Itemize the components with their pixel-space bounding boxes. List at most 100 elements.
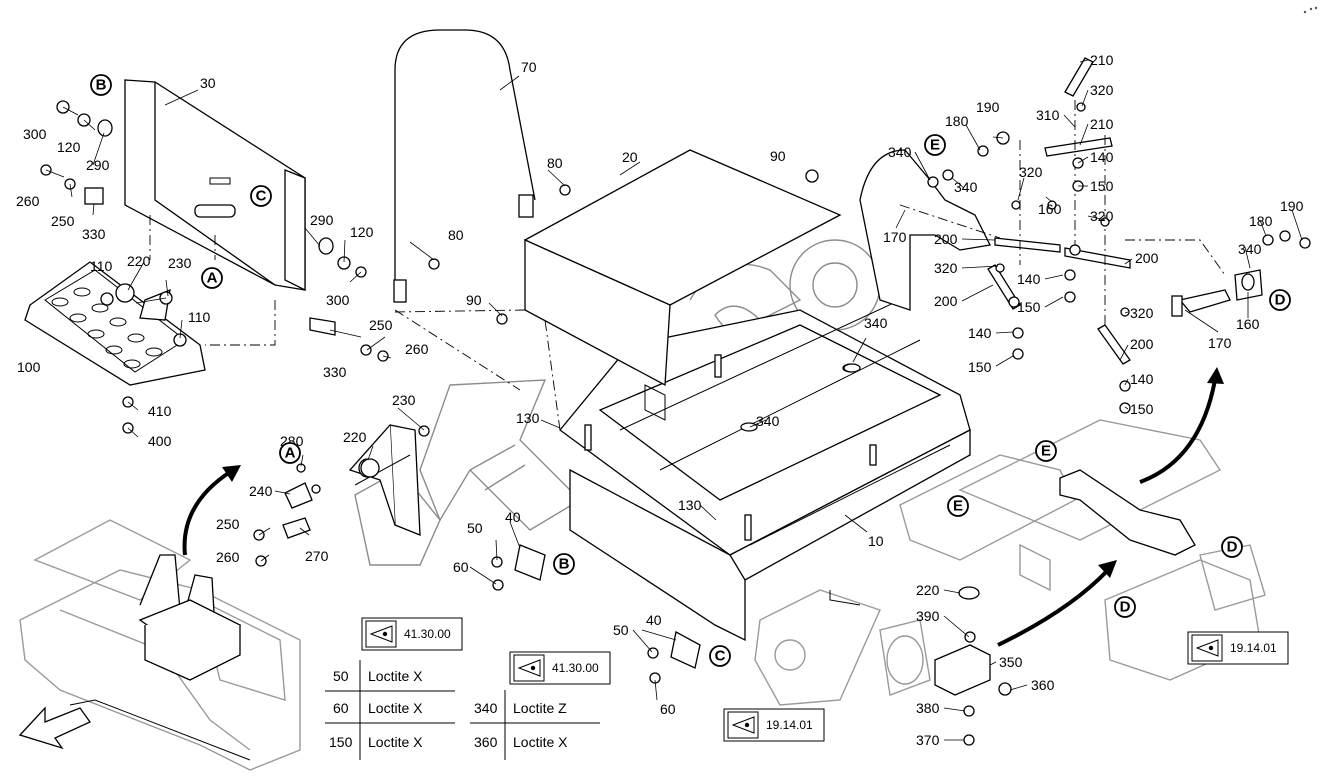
callout-d: D [1221, 536, 1243, 558]
label-300: 300 [23, 126, 47, 142]
flow-arrows [182, 367, 1224, 647]
label-180: 180 [945, 113, 969, 129]
linkage-assembly [859, 57, 1226, 365]
label-30: 30 [200, 75, 216, 91]
leader-lines [45, 59, 1303, 741]
label-80: 80 [547, 155, 563, 171]
view-eye-icon [530, 665, 536, 671]
callout-c: C [709, 645, 731, 667]
label-360: 360 [1031, 677, 1055, 693]
label-160: 160 [1038, 201, 1062, 217]
label-340e: 340 [1238, 241, 1262, 257]
label-80b: 80 [448, 227, 464, 243]
label-200d: 200 [1130, 336, 1154, 352]
label-150a: 150 [1090, 178, 1114, 194]
table-part: 60 [333, 700, 349, 716]
label-60b: 60 [660, 701, 676, 717]
label-410: 410 [148, 403, 172, 419]
svg-text:E: E [1041, 443, 1051, 460]
adhesive-table: 50 Loctite X 60 Loctite X 150 Loctite X … [325, 660, 600, 760]
label-390: 390 [916, 608, 940, 624]
table-product: Loctite Z [513, 700, 567, 716]
label-40b: 40 [646, 612, 662, 628]
callout-b: B [90, 74, 112, 96]
svg-text:E: E [930, 137, 940, 154]
label-260: 260 [16, 193, 40, 209]
label-250: 250 [51, 213, 75, 229]
label-320e: 320 [1130, 305, 1154, 321]
label-290b: 290 [310, 212, 334, 228]
fasteners [40, 100, 1311, 746]
label-250c: 250 [216, 516, 240, 532]
table-product: Loctite X [368, 700, 423, 716]
svg-text:D: D [1120, 599, 1131, 616]
label-170: 170 [883, 229, 907, 245]
label-230b: 230 [392, 392, 416, 408]
label-220: 220 [127, 253, 151, 269]
label-90b: 90 [770, 148, 786, 164]
label-320a: 320 [1090, 82, 1114, 98]
label-260b: 260 [405, 341, 429, 357]
label-270: 270 [305, 548, 329, 564]
label-180b: 180 [1249, 213, 1273, 229]
table-product: Loctite X [513, 734, 568, 750]
label-200c: 200 [1135, 250, 1159, 266]
pin-assembly [1171, 269, 1263, 317]
label-140a: 140 [1090, 149, 1114, 165]
corner-mark [1303, 6, 1318, 14]
chassis-detail [754, 419, 1266, 706]
reference-box-3: 19.14.01 [723, 708, 825, 742]
reference-box-2: 41.30.00 [509, 651, 611, 685]
label-190b: 190 [1280, 198, 1304, 214]
reference-box-1: 41.30.00 [361, 617, 463, 651]
callout-e: E [1035, 440, 1057, 462]
label-130b: 130 [678, 497, 702, 513]
label-220b: 220 [343, 429, 367, 445]
label-190: 190 [976, 99, 1000, 115]
label-340a: 340 [888, 144, 912, 160]
label-170b: 170 [1208, 335, 1232, 351]
svg-text:D: D [1275, 292, 1286, 309]
callout-a: A [279, 442, 301, 464]
direction-arrow-icon [18, 706, 91, 750]
label-110: 110 [90, 258, 113, 274]
label-220c: 220 [916, 582, 940, 598]
label-140b: 140 [1017, 271, 1041, 287]
label-200b: 200 [934, 293, 958, 309]
svg-text:C: C [256, 188, 267, 205]
label-10: 10 [868, 533, 884, 549]
label-300b: 300 [326, 292, 350, 308]
label-320c: 320 [1090, 208, 1114, 224]
label-380: 380 [916, 700, 940, 716]
reference-label: 19.14.01 [766, 718, 813, 732]
reference-label: 19.14.01 [1230, 641, 1277, 655]
callout-d: D [1114, 596, 1136, 618]
label-400: 400 [148, 433, 172, 449]
callout-e: E [947, 495, 969, 517]
label-130: 130 [516, 410, 540, 426]
view-eye-icon [382, 631, 388, 637]
view-eye-icon [744, 722, 750, 728]
svg-text:C: C [715, 648, 726, 665]
label-70: 70 [521, 59, 537, 75]
label-100: 100 [17, 359, 41, 375]
machine-overview [19, 519, 301, 771]
callout-b: B [553, 553, 575, 575]
label-320b: 320 [1019, 164, 1043, 180]
svg-text:D: D [1227, 539, 1238, 556]
label-330b: 330 [323, 364, 347, 380]
callout-e: E [924, 134, 946, 156]
cover-plate [394, 149, 842, 431]
label-310: 310 [1036, 107, 1060, 123]
svg-text:A: A [285, 445, 296, 462]
label-320d: 320 [934, 260, 958, 276]
label-230: 230 [168, 255, 192, 271]
view-eye-icon [1208, 645, 1214, 651]
table-product: Loctite X [368, 668, 423, 684]
label-150d: 150 [1130, 401, 1154, 417]
callout-markers: B C A A B C E D E E D D [90, 74, 1291, 667]
svg-text:E: E [953, 498, 963, 515]
label-90: 90 [466, 292, 482, 308]
label-60: 60 [453, 559, 469, 575]
